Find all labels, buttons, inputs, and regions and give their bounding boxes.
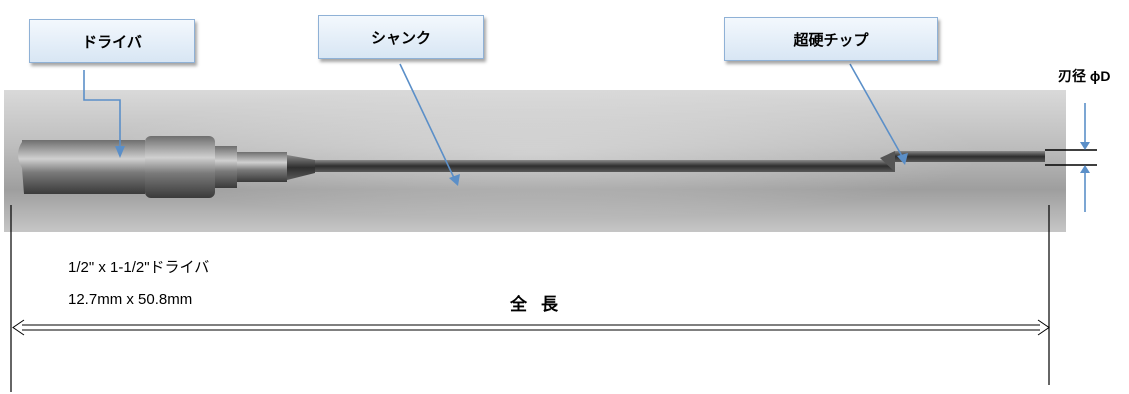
driver-collar xyxy=(145,136,215,198)
overall-length-label: 全長 xyxy=(510,295,572,314)
tip-transition xyxy=(880,151,895,172)
callout-shank: シャンク xyxy=(318,15,484,59)
callout-carbide-tip-label: 超硬チップ xyxy=(793,31,869,49)
shank-rod xyxy=(315,160,895,172)
driver-size-mm: 12.7mm x 50.8mm xyxy=(68,291,193,308)
overall-length-arrow xyxy=(12,319,1050,336)
callout-driver: ドライバ xyxy=(29,19,195,63)
shank-taper xyxy=(287,155,315,180)
driver-step xyxy=(215,146,237,188)
driver-leader-arrow xyxy=(83,70,121,148)
callout-driver-label: ドライバ xyxy=(82,33,142,51)
driver-thread xyxy=(237,152,287,182)
callout-shank-label: シャンク xyxy=(370,29,431,47)
shank-leader-arrow xyxy=(399,63,456,181)
driver-size-inch: 1/2" x 1-1/2"ドライバ xyxy=(68,259,210,276)
tip-diameter-label: 刃径 ϕD xyxy=(1058,68,1111,84)
callout-carbide-tip: 超硬チップ xyxy=(724,17,938,61)
driver-body xyxy=(18,140,145,194)
carbide-tip-leader-arrow xyxy=(849,63,904,159)
carbide-tip-rod xyxy=(895,151,1045,162)
